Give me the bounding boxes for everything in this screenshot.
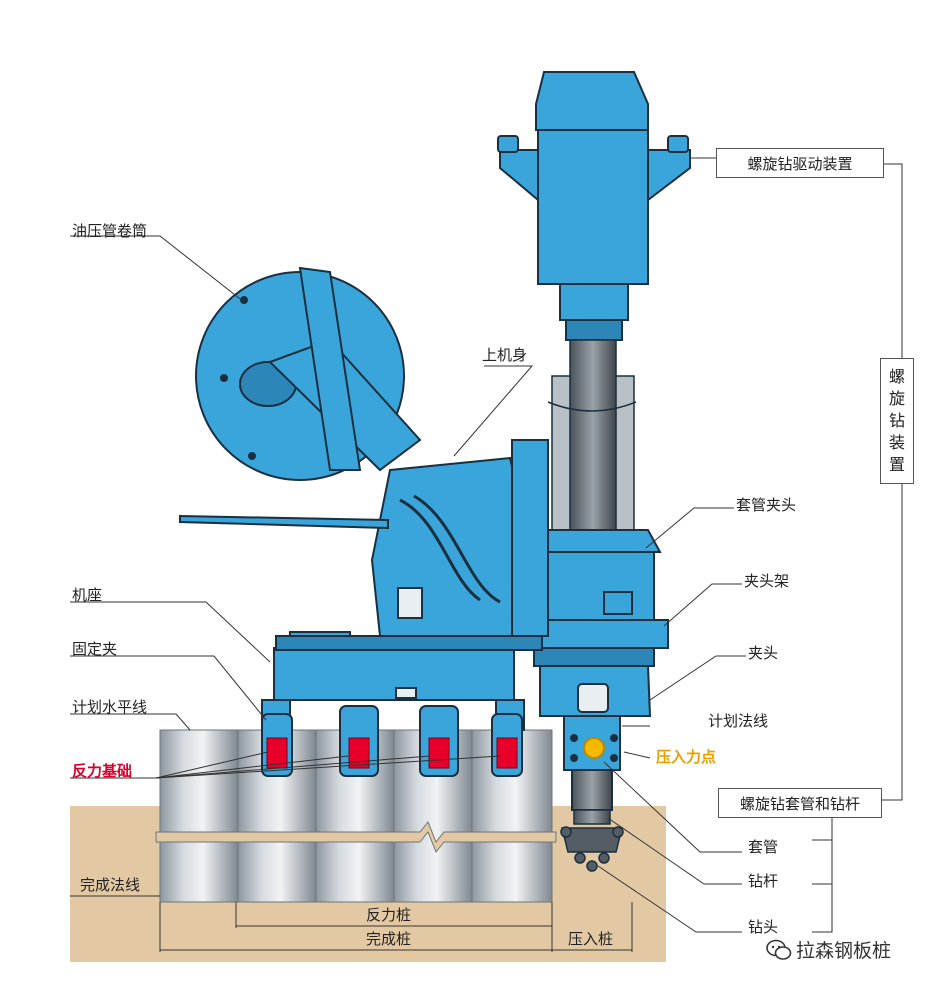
- label-spiral-device-char: 旋: [888, 389, 905, 408]
- leader-lines: [70, 157, 903, 933]
- spiral-drive-unit: [497, 71, 691, 341]
- label-pressed-pile: 压入桩: [568, 930, 614, 948]
- label-spiral-drive: 螺旋钻驱动装置: [716, 148, 884, 178]
- dimension-lines: [70, 895, 633, 952]
- label-drill-bit: 钻头: [748, 918, 779, 936]
- label-casing: 套管: [748, 838, 779, 856]
- label-casing-rod: 螺旋钻套管和钻杆: [718, 788, 882, 818]
- wechat-icon: [766, 939, 792, 960]
- label-spiral-drive-text: 螺旋钻驱动装置: [747, 154, 853, 173]
- upper-body: [179, 439, 549, 651]
- label-plan-normal-line: 计划法线: [708, 712, 769, 730]
- label-spiral-device-text: 螺旋钻装置: [889, 366, 905, 476]
- label-base: 机座: [72, 586, 103, 604]
- label-hose-reel: 油压管卷筒: [72, 222, 148, 240]
- label-reaction-foundation: 反力基础: [72, 762, 133, 780]
- label-finish-line: 完成法线: [80, 876, 141, 894]
- label-chuck-frame: 夹头架: [744, 572, 790, 590]
- label-casing-rod-text: 螺旋钻套管和钻杆: [739, 794, 860, 813]
- label-plan-level-line: 计划水平线: [72, 698, 148, 716]
- watermark: 拉森钢板桩: [766, 936, 891, 963]
- chuck-assembly: [519, 529, 669, 811]
- drill-bit: [560, 809, 624, 872]
- label-spiral-device-char: 装: [888, 433, 905, 452]
- label-spiral-device-char: 螺: [888, 367, 905, 386]
- hose-reel: [195, 266, 422, 481]
- label-press-point: 压入力点: [656, 748, 717, 766]
- label-upper-body: 上机身: [482, 346, 528, 364]
- label-reaction-pile: 反力桩: [366, 906, 412, 924]
- watermark-text: 拉森钢板桩: [796, 940, 892, 962]
- label-drill-rod: 钻杆: [748, 872, 779, 890]
- label-finished-pile: 完成桩: [366, 930, 412, 948]
- label-spiral-device-char: 置: [888, 455, 905, 474]
- label-casing-chuck: 套管夹头: [736, 496, 797, 514]
- mast: [547, 339, 637, 533]
- label-spiral-device-char: 钻: [888, 411, 905, 430]
- label-fixed-clamp: 固定夹: [72, 640, 118, 658]
- label-chuck: 夹头: [748, 644, 779, 662]
- label-spiral-device: 螺旋钻装置: [880, 358, 914, 484]
